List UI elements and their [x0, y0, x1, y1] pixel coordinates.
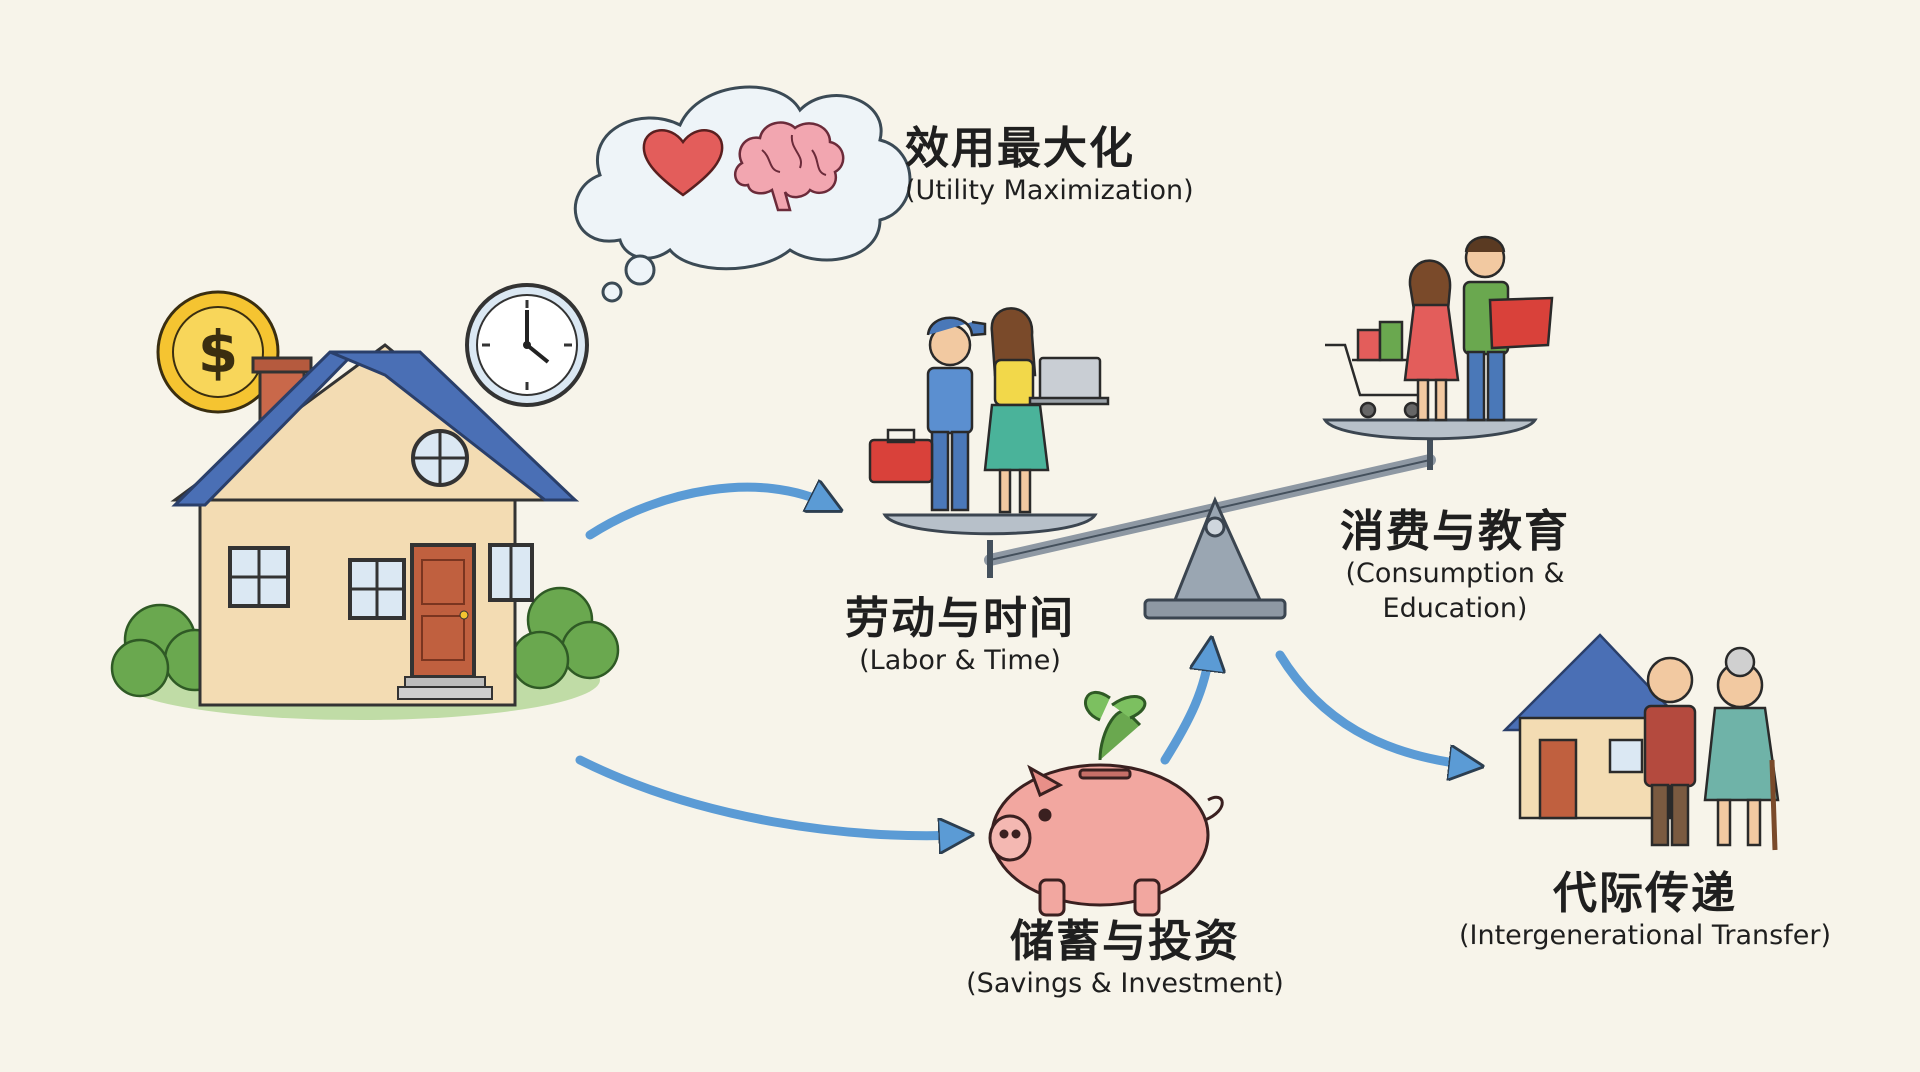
consumption-title-zh: 消费与教育 [1340, 506, 1570, 557]
brain-icon [733, 121, 845, 212]
transfer-label: 代际传递 (Intergenerational Transfer) [1435, 868, 1855, 953]
arrow-house-to-labor [585, 487, 830, 540]
svg-text:$: $ [198, 318, 238, 386]
labor-label: 劳动与时间 (Labor & Time) [820, 593, 1100, 678]
transfer-title-en: (Intergenerational Transfer) [1458, 920, 1831, 952]
consumption-label: 消费与教育 (Consumption & Education) [1305, 506, 1605, 627]
savings-title-zh: 储蓄与投资 [1010, 916, 1240, 967]
utility-title-en: (Utility Maximization) [905, 175, 1194, 207]
utility-title-zh: 效用最大化 [905, 123, 1135, 174]
transfer-title-zh: 代际传递 [1553, 868, 1737, 919]
heart-icon [642, 129, 724, 197]
arrow-balance-to-transfer [1275, 650, 1470, 765]
consumption-title-en-2: Education) [1382, 593, 1528, 625]
piggy-bank-icon [988, 690, 1224, 917]
savings-title-en: (Savings & Investment) [966, 968, 1284, 1000]
workers-icon [868, 307, 1110, 514]
consumption-title-en-1: (Consumption & [1345, 558, 1565, 590]
dollar-coin-icon: $ [156, 290, 280, 414]
labor-title-en: (Labor & Time) [859, 645, 1061, 677]
savings-label: 储蓄与投资 (Savings & Investment) [935, 916, 1315, 1001]
arrow-house-to-savings [575, 755, 960, 836]
arrow-savings-to-balance [1160, 650, 1210, 765]
family-shopping-icon [1325, 235, 1554, 422]
utility-label: 效用最大化 (Utility Maximization) [905, 123, 1205, 208]
arrows [575, 487, 1470, 836]
balance-seesaw-icon [882, 418, 1538, 620]
thought-cloud-icon [573, 85, 912, 303]
elderly-couple-icon [1501, 633, 1780, 851]
household-house-icon [110, 343, 620, 720]
wall-clock-icon [465, 283, 589, 407]
labor-title-zh: 劳动与时间 [845, 593, 1075, 644]
